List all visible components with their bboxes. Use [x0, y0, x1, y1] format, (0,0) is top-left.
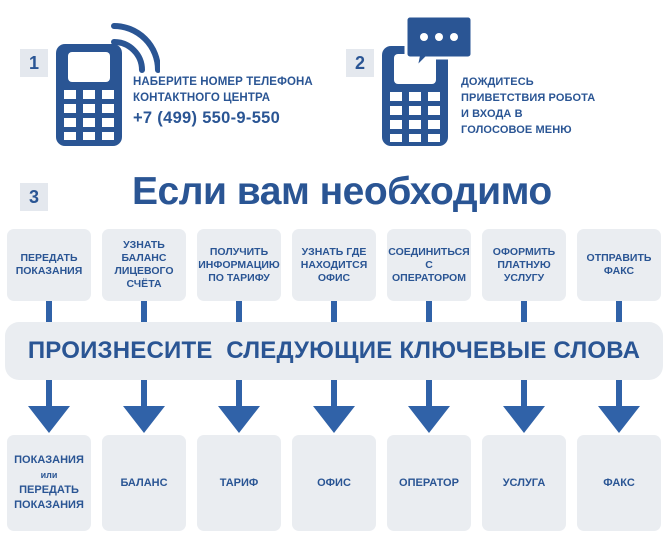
connector-line — [236, 301, 242, 323]
keyword-box-keyword-fax: ФАКС — [577, 435, 661, 531]
action-box-check-balance: УЗНАТЬ БАЛАНС ЛИЦЕВОГО СЧЁТА — [102, 229, 186, 301]
arrow-down-icon — [503, 380, 545, 433]
arrow-down-icon — [28, 380, 70, 433]
action-box-office-location: УЗНАТЬ ГДЕ НАХОДИТСЯ ОФИС — [292, 229, 376, 301]
keyword-box-keyword-balance: БАЛАНС — [102, 435, 186, 531]
keywords-band: ПРОИЗНЕСИТЕ СЛЕДУЮЩИЕ КЛЮЧЕВЫЕ СЛОВА — [5, 322, 663, 380]
keyword-box-keyword-office: ОФИС — [292, 435, 376, 531]
keyword-connector-text: или — [40, 470, 58, 480]
step-3-number: 3 — [20, 183, 48, 211]
keyword-box-keyword-service: УСЛУГА — [482, 435, 566, 531]
connector-line — [521, 301, 527, 323]
action-box-send-fax: ОТПРАВИТЬ ФАКС — [577, 229, 661, 301]
headline: Если вам необходимо — [132, 170, 552, 213]
arrow-down-icon — [313, 380, 355, 433]
arrow-down-icon — [408, 380, 450, 433]
keyword-text: УСЛУГА — [502, 476, 546, 489]
connector-line — [141, 301, 147, 323]
keyword-text: ПЕРЕДАТЬ — [19, 484, 79, 496]
step-1-text: НАБЕРИТЕ НОМЕР ТЕЛЕФОНА КОНТАКТНОГО ЦЕНТ… — [133, 76, 313, 104]
contact-phone-number: +7 (499) 550-9-550 — [133, 109, 281, 127]
connector-line — [616, 301, 622, 323]
keyword-box-keyword-tariff: ТАРИФ — [197, 435, 281, 531]
action-box-connect-operator: СОЕДИНИТЬСЯ С ОПЕРАТОРОМ — [387, 229, 471, 301]
step-2-text: ДОЖДИТЕСЬ ПРИВЕТСТВИЯ РОБОТА И ВХОДА В Г… — [461, 76, 596, 136]
keyword-text: ФАКС — [603, 476, 635, 489]
keyword-text: ПОКАЗАНИЯ — [14, 499, 84, 511]
connector-line — [46, 301, 52, 323]
keyword-text: ТАРИФ — [219, 476, 259, 489]
keyword-text: БАЛАНС — [120, 476, 168, 489]
arrow-down-icon — [123, 380, 165, 433]
arrow-down-icon — [218, 380, 260, 433]
keyword-text: ПОКАЗАНИЯ — [14, 454, 84, 466]
phone-signal-icon — [56, 23, 160, 146]
keyword-box-keyword-operator: ОПЕРАТОР — [387, 435, 471, 531]
action-box-tariff-info: ПОЛУЧИТЬ ИНФОРМАЦИЮ ПО ТАРИФУ — [197, 229, 281, 301]
connector-line — [426, 301, 432, 323]
arrow-down-icon — [598, 380, 640, 433]
connector-line — [331, 301, 337, 323]
keyword-text: ОФИС — [317, 476, 351, 489]
keyword-text: ОПЕРАТОР — [399, 476, 459, 489]
step-1-number: 1 — [20, 49, 48, 77]
action-box-paid-service: ОФОРМИТЬ ПЛАТНУЮ УСЛУГУ — [482, 229, 566, 301]
action-box-submit-readings: ПЕРЕДАТЬ ПОКАЗАНИЯ — [7, 229, 91, 301]
phone-chat-icon — [382, 14, 474, 146]
step-2-number: 2 — [346, 49, 374, 77]
